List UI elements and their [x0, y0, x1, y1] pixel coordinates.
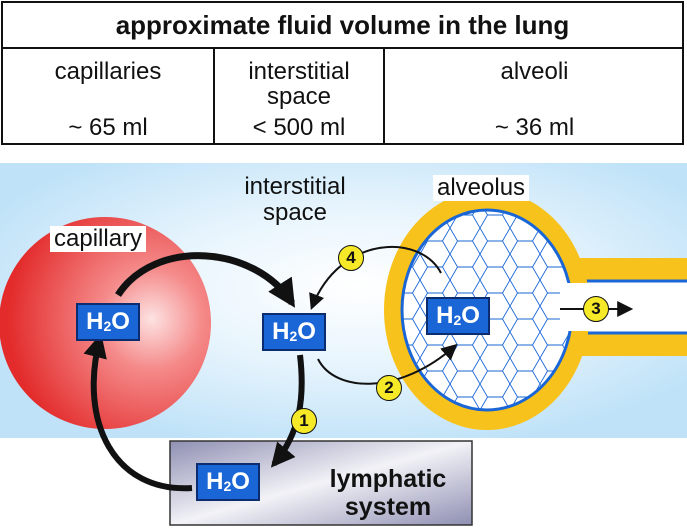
alveolus-label: alveolus [433, 175, 530, 201]
fluid-volume-table: approximate fluid volume in the lung cap… [1, 1, 684, 145]
column-value: ~ 65 ml [68, 114, 148, 141]
column-value: ~ 36 ml [494, 114, 575, 141]
filtration-arrow [115, 252, 296, 308]
alveolar-entry-arrow [317, 343, 458, 385]
column-label: capillaries [54, 58, 162, 85]
lymph-return-arrow [83, 333, 193, 492]
table-title: approximate fluid volume in the lung [3, 3, 682, 49]
capillary-label: capillary [50, 226, 147, 252]
lung-fluid-diagram: capillary interstitial space alveolus ly… [0, 163, 687, 529]
table-cell-alveoli: alveoli ~ 36 ml [385, 49, 684, 145]
table-cell-capillaries: capillaries ~ 65 ml [3, 49, 215, 145]
table-cell-interstitial: interstitial space < 500 ml [215, 49, 385, 145]
alveolar-clearance-arrow [309, 245, 442, 310]
step-badge-2: 2 [376, 375, 402, 401]
column-label: interstitial space [248, 58, 350, 110]
lymphatic-system-label: lymphatic system [329, 465, 447, 521]
column-label: alveoli [500, 58, 569, 85]
interstitial-space-label: interstitial space [244, 173, 346, 226]
step-badge-4: 4 [338, 245, 364, 271]
step-badge-1: 1 [291, 408, 317, 434]
column-value: < 500 ml [252, 114, 346, 141]
step-badge-3: 3 [583, 296, 609, 322]
